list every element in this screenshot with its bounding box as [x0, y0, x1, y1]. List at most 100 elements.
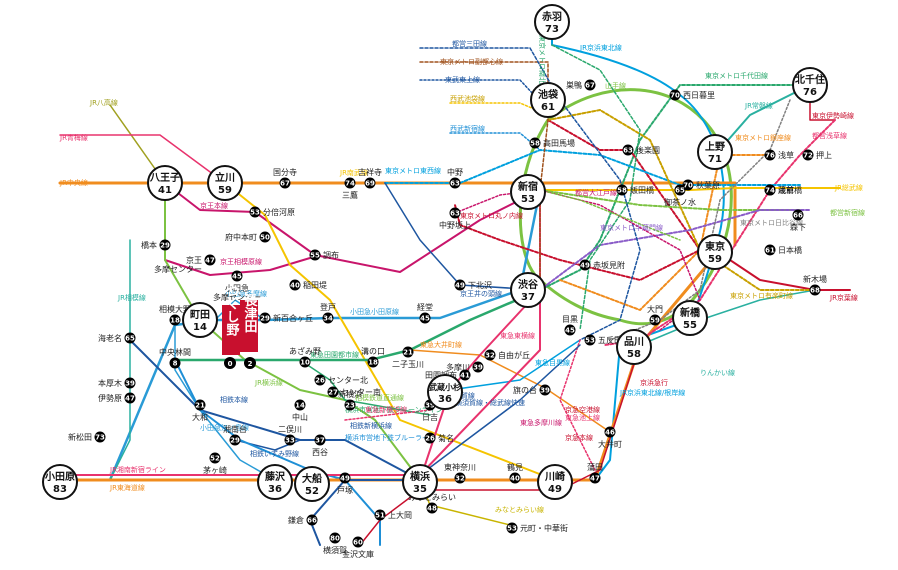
station-name: 蒲田 — [587, 462, 603, 472]
tsukushino-station[interactable]: 2 — [244, 357, 256, 369]
hub-circle — [697, 234, 733, 270]
station-dot — [322, 312, 334, 324]
line-label: 東京メトロ銀座線 — [735, 133, 791, 142]
station-dot — [449, 207, 461, 219]
station-name: 分倍河原 — [263, 207, 295, 217]
station-dot — [344, 399, 356, 411]
line-oedo — [454, 189, 701, 331]
nagatsuta-station[interactable]: 0 — [224, 357, 236, 369]
station-name: 湘南台 — [223, 424, 247, 434]
station-dot — [454, 279, 466, 291]
station-dot — [802, 149, 814, 161]
line-keikyu — [359, 344, 641, 546]
station-name: 目黒 — [562, 315, 578, 324]
